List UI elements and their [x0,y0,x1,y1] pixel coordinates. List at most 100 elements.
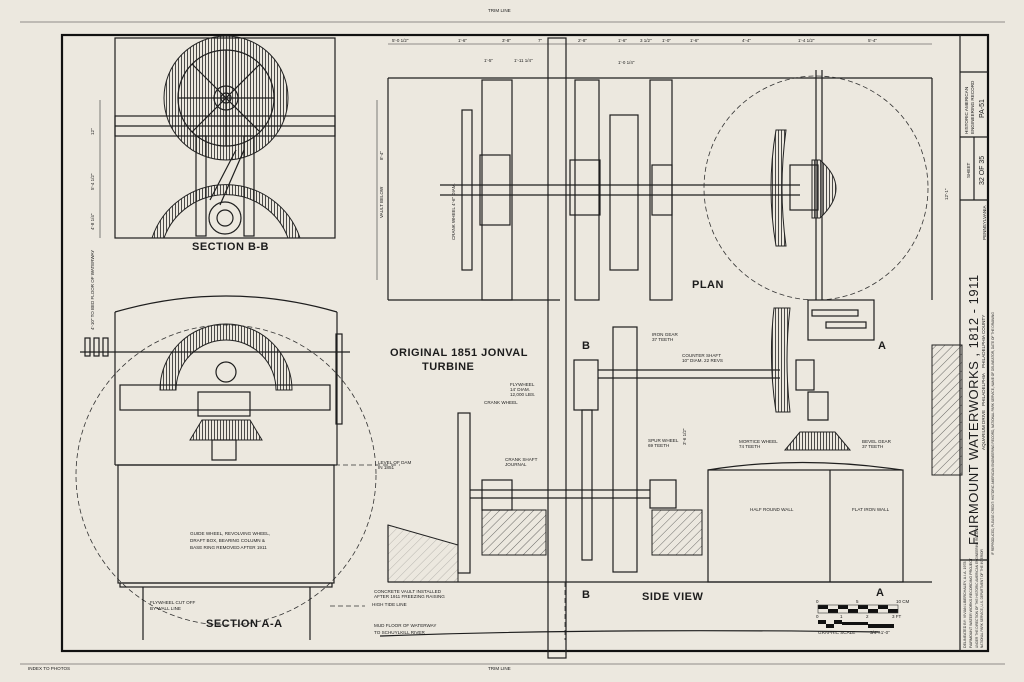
sheet-label: SHEET [966,162,971,178]
title-block [960,71,988,561]
credit-line-1: UNDER THE DIRECTION OF THE HISTORIC AMER… [975,526,979,648]
crank-shaft-label-1: CRANK SHAFT [505,457,538,462]
dim-top-8: 1'-6" [690,38,699,43]
level-of-dam-label-2: IN 1851 [378,465,395,470]
graphic-scale [817,604,899,628]
flat-iron-wall-label: FLAT IRON WALL [852,507,890,512]
turbine-title-line-1: ORIGINAL 1851 JONVAL [390,347,528,359]
dim-sub-1: 1'-11 1/4" [514,58,533,63]
section-mark-a-bottom: A [876,587,884,599]
scale-segment [858,605,868,609]
reproduce-note: IF REPRODUCED, PLEASE CREDIT: HISTORIC A… [991,312,995,555]
title-block-address: AQUARIUM DRIVE [981,410,986,450]
scale-cm-5: 5 [856,599,859,604]
dim-left-3: 12" [90,128,95,135]
scale-segment [878,605,888,609]
scale-segment [848,609,858,613]
dim-top-9: 4'-4" [742,38,751,43]
bevel-gear-label-2: 37 TEETH [862,444,883,449]
scale-ft-1: 1 [840,614,843,619]
crank-wheel-label: CRANK WHEEL [484,400,518,405]
flywheel-label-2: 14' DIAM. [510,387,530,392]
plan-view [376,37,933,659]
scale-ft-2: 2 [866,614,869,619]
trim-line-bottom-label: TRIM LINE [488,666,511,671]
dim-left-1: 5'-4 1/2" [90,173,95,190]
dim-top-10: 1'-4 1/2" [798,38,815,43]
title-block-city: PHILADELPHIA [981,372,986,406]
scale-cm-10: 10 CM [896,599,910,604]
title-block-county: PHILADELPHIA COUNTY [981,315,986,368]
section-aa-view [75,295,377,640]
vault-below-label: VAULT BELOW [379,186,384,218]
counter-shaft-label-1: COUNTER SHAFT [682,353,721,358]
dim-top-5: 1'-6" [618,38,627,43]
concrete-vault-label-2: AFTER 1911 FREEZING RAISING [374,594,445,599]
section-mark-b-top: B [582,340,590,352]
dim-right: 12'-1" [944,188,949,200]
to-river-label: TO SCHUYLKILL RIVER [374,630,425,635]
scale-segment [868,609,878,613]
section-mark-b-bottom: B [582,589,590,601]
flywheel-cut-note-1: FLYWHEEL CUT OFF [150,600,196,605]
record-label-1: HISTORIC AMERICAN [964,87,969,134]
mud-floor-label: MUD FLOOR OF WATERWAY [374,623,436,628]
iron-gear-label-1: IRON GEAR [652,332,678,337]
counter-shaft-label-2: 10" DIAM. 22 REVS [682,358,723,363]
record-number: PA-51 [979,99,986,118]
plan-title: PLAN [692,279,724,291]
scale-segment [828,609,838,613]
dim-top-0: 5'-0 1/2" [392,38,409,43]
credit-line-2: NATIONAL PARK SERVICE, U.S. DEPARTMENT O… [980,548,984,648]
scale-cm-0: 0 [816,599,819,604]
removed-note-1: GUIDE WHEEL, REVOLVING WHEEL, [190,531,270,536]
crank-shaft-label-2: JOURNAL [505,462,527,467]
scale-segment [838,605,848,609]
title-block-name: FAIRMOUNT WATERWORKS , 1812 - 1911 [966,274,981,545]
dim-top-4: 2'-8" [578,38,587,43]
corner-note: INDEX TO PHOTOS [28,666,70,671]
spur-wheel-label-1: SPUR WHEEL [648,438,679,443]
dim-plan-vault: 8'-4" [379,151,384,160]
dim-sub-2: 1'-0 1/4" [618,60,635,65]
level-of-dam-label-1: LEVEL OF DAM [378,460,411,465]
dim-top-1: 1'-6" [458,38,467,43]
turbine-title-line-2: TURBINE [422,361,474,373]
side-view [335,307,963,640]
dim-top-6: 3 1/2" [640,38,652,43]
dim-top-7: 1'-0" [662,38,671,43]
iron-gear-label-2: 37 TEETH [652,337,673,342]
section-bb-title: SECTION B-B [192,241,269,253]
spur-wheel-label-2: 69 TEETH [648,443,669,448]
scale-segment [888,609,898,613]
to-bed-note: 4'-10" TO BED FLOOR OF WATERWAY [90,250,95,330]
concrete-vault-label-1: CONCRETE VAULT INSTALLED [374,589,442,594]
sheet-border [60,33,990,653]
high-tide-label: HIGH TIDE LINE [372,602,407,607]
flywheel-label-1: FLYWHEEL [510,382,535,387]
flywheel-label-3: 12,000 LBS. [510,392,535,397]
mortice-wheel-label-1: MORTICE WHEEL [739,439,778,444]
graphic-scale-label: GRAPHIC SCALE [818,630,855,635]
section-bb-view [99,35,336,239]
removed-note-2: DRAFT BOX, BEARING COLUMN & [190,538,265,543]
top-dimension-strings: 5'-0 1/2" 1'-6" 3'-8" 7" 2'-8" 1'-6" 3 1… [392,38,877,65]
section-mark-a-top: A [878,340,886,352]
dim-side: 3'-6 1/2" [682,428,687,445]
delineator: DELINEATED BY: VIVIAN LIBERCHALEY, A.I.A… [963,561,967,648]
dim-sub-0: 1'-5" [484,58,493,63]
scale-ft-0: 0 [816,614,819,619]
dim-top-2: 3'-8" [502,38,511,43]
scale-segment [818,605,828,609]
shaft-wheel-label: CRANK WHEEL 4'-6" DIAM. [451,183,456,240]
dim-left-2: 4'-8 1/4" [90,213,95,230]
sheet-number: 32 OF 35 [979,156,986,185]
trim-line-top-label: TRIM LINE [488,8,511,13]
scale-ft-3: 3 FT [892,614,902,619]
flywheel-cut-note-2: BY WALL LINE [150,606,181,611]
dim-top-3: 7" [538,38,543,43]
half-round-wall-label: HALF ROUND WALL [750,507,794,512]
side-view-title: SIDE VIEW [642,591,703,603]
dim-top-11: 5'-4" [868,38,877,43]
